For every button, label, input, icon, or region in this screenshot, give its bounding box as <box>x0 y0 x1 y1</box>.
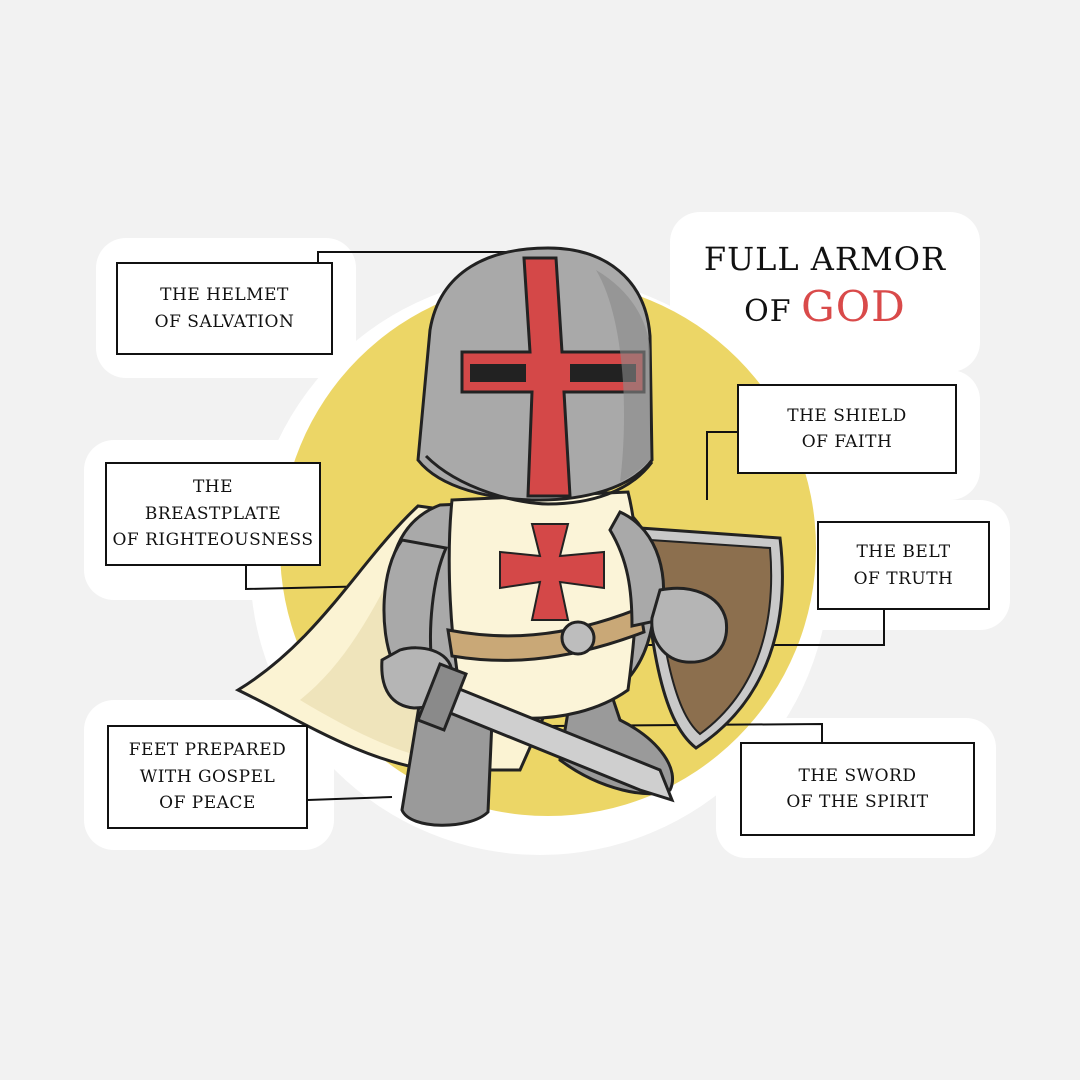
label-belt-of-truth: THE BELT OF TRUTH <box>817 521 990 610</box>
label-line: THE SHIELD <box>787 405 907 426</box>
label-line: OF SALVATION <box>154 311 295 332</box>
label-breastplate-of-righteousness: THE BREASTPLATE OF RIGHTEOUSNESS <box>105 462 321 566</box>
label-helmet-of-salvation: THE HELMET OF SALVATION <box>116 262 333 355</box>
label-line: OF RIGHTEOUSNESS <box>112 530 314 551</box>
label-line: OF TRUTH <box>853 568 954 589</box>
label-line: THE BELT <box>856 542 951 563</box>
label-line: THE SWORD <box>798 765 917 786</box>
label-line: FEET PREPARED <box>128 740 287 761</box>
label-sword-of-the-spirit: THE SWORD OF THE SPIRIT <box>740 742 975 836</box>
sword <box>416 662 675 803</box>
label-line: THE HELMET <box>160 285 289 306</box>
title-line-2-prefix: OF <box>744 294 792 329</box>
title-line-2: OF GOD <box>700 282 950 331</box>
label-shield-of-faith: THE SHIELD OF FAITH <box>737 384 957 474</box>
arms <box>380 510 729 710</box>
chest-cross <box>499 523 605 621</box>
title-line-1: FULL ARMOR <box>703 240 947 278</box>
label-feet-prepared-with-gospel-of-peace: FEET PREPARED WITH GOSPEL OF PEACE <box>107 725 308 829</box>
title-emphasis-god: GOD <box>801 282 906 331</box>
label-line: OF FAITH <box>801 432 893 452</box>
label-line: OF THE SPIRIT <box>786 792 929 812</box>
label-line: THE <box>192 477 234 498</box>
diagram-title: FULL ARMOR OF GOD <box>700 240 950 331</box>
label-line: BREASTPLATE <box>144 503 282 524</box>
label-line: WITH GOSPEL <box>139 766 276 787</box>
helmet <box>416 246 654 506</box>
label-line: OF PEACE <box>159 793 256 814</box>
